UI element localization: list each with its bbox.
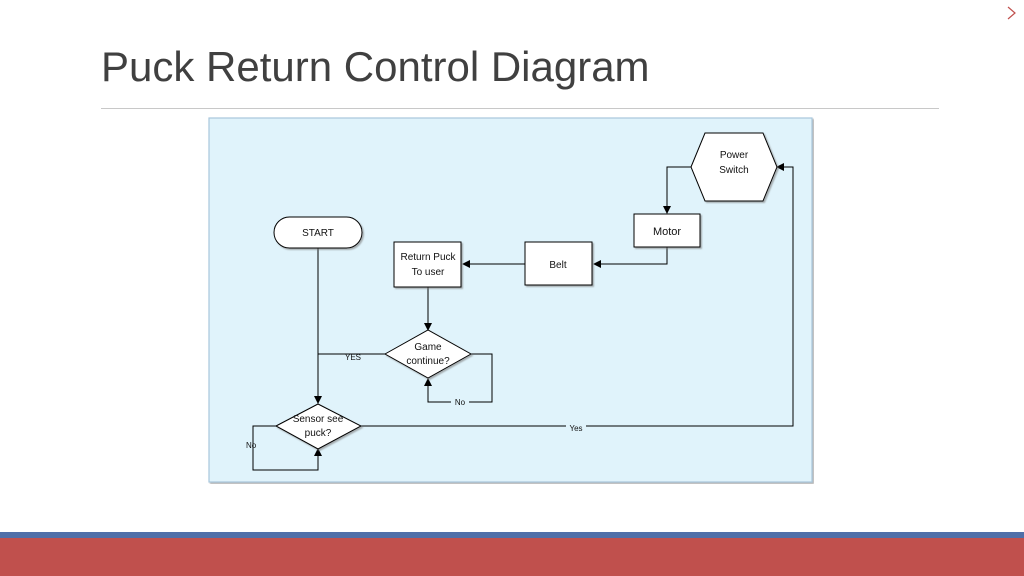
node-motor: Motor (633, 213, 701, 248)
label-sensor-no: No (246, 441, 257, 450)
sensor-line1: Sensor see (293, 414, 344, 425)
chevron-icon (1007, 6, 1016, 20)
node-power-switch: Power Switch (690, 132, 778, 202)
footer-band-blue (0, 532, 1024, 538)
power-switch-line2: Switch (719, 165, 748, 176)
node-belt: Belt (524, 241, 593, 286)
label-game-yes: YES (345, 353, 361, 362)
footer-band-red (0, 538, 1024, 576)
node-return-puck: Return Puck To user (393, 241, 462, 288)
label-sensor-yes-bg (566, 422, 586, 432)
game-continue-line1: Game (414, 342, 442, 353)
label-sensor-yes: Yes (569, 424, 582, 433)
belt-label: Belt (549, 260, 566, 271)
node-start: START (273, 216, 363, 249)
motor-label: Motor (653, 226, 681, 238)
node-sensor: Sensor see puck? (274, 403, 363, 450)
edge-motor-to-belt (593, 247, 668, 268)
page-title: Puck Return Control Diagram (101, 43, 650, 90)
game-continue-line2: continue? (406, 356, 450, 367)
label-game-no: No (455, 398, 466, 407)
start-label: START (302, 228, 334, 239)
power-switch-line1: Power (720, 150, 749, 161)
flowchart: Power Switch Motor Belt Return Puck To u… (208, 117, 813, 483)
edge-sensor-no-loop (252, 425, 322, 471)
edge-power-to-motor (663, 166, 691, 214)
sensor-line2: puck? (305, 428, 332, 439)
return-puck-line1: Return Puck (400, 252, 456, 263)
return-puck-line2: To user (412, 267, 445, 278)
node-game-continue: Game continue? (383, 329, 473, 379)
label-game-no-bg (451, 397, 469, 407)
title-divider (101, 108, 939, 109)
edge-game-no-loop (424, 353, 493, 403)
